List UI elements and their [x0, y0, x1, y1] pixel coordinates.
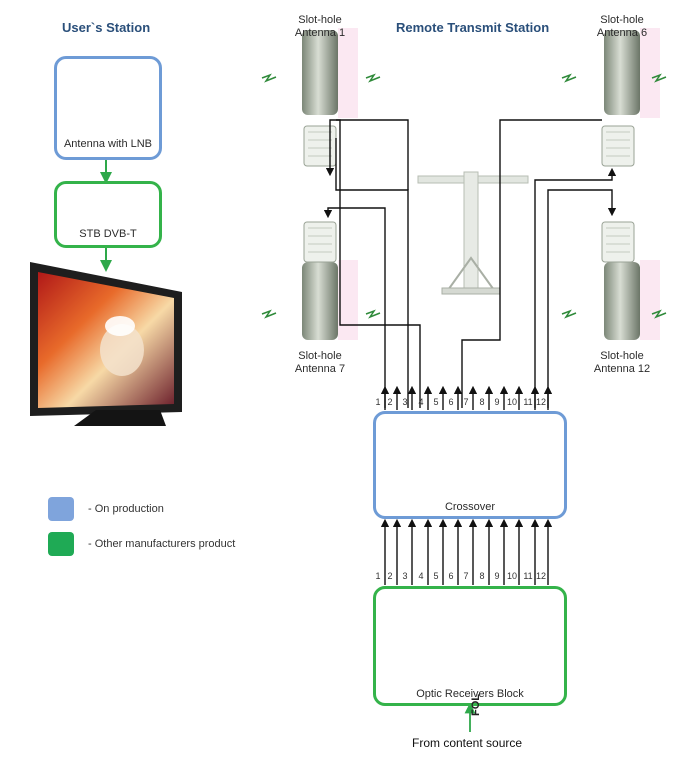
antenna-12-label: Slot-hole Antenna 12 — [587, 350, 657, 376]
antenna-backdrop — [338, 260, 358, 340]
transmitter-unit-1 — [303, 125, 337, 167]
legend-text-on-production: - On production — [88, 503, 164, 515]
antenna-backdrop — [338, 28, 358, 118]
antenna-backdrop — [640, 28, 660, 118]
optic-channel-number: 7 — [463, 571, 469, 581]
crossover-channel-number: 9 — [494, 397, 500, 407]
crossover-channel-number: 6 — [448, 397, 454, 407]
from-source-label: From content source — [412, 736, 523, 750]
antenna-lnb-box — [54, 56, 162, 160]
crossover-output-arrows — [380, 385, 553, 410]
optic-output-arrows — [380, 518, 553, 585]
crossover-channel-number: 4 — [418, 397, 424, 407]
antenna-7-label: Slot-hole Antenna 7 — [285, 350, 355, 376]
crossover-channel-number: 7 — [463, 397, 469, 407]
legend-swatch-on-production — [48, 497, 74, 521]
optic-channel-number: 12 — [535, 571, 546, 581]
optic-channel-number: 3 — [402, 571, 408, 581]
optic-channel-number: 5 — [433, 571, 439, 581]
antenna-1-type: Slot-hole — [298, 14, 342, 26]
antenna-6-name: Antenna 6 — [596, 27, 648, 39]
antenna-1-label: Slot-hole Antenna 1 — [285, 14, 355, 40]
crossover-channel-number: 12 — [535, 397, 546, 407]
crossover-channel-number: 1 — [375, 397, 381, 407]
antenna-7-type: Slot-hole — [298, 350, 342, 362]
antenna-cylinder-7 — [302, 262, 338, 340]
antenna-lnb-label: Antenna with LNB — [63, 138, 153, 150]
antenna-cylinder-12 — [604, 262, 640, 340]
radio-wave-marks — [261, 73, 667, 319]
mast — [417, 171, 529, 295]
crossover-channel-number: 11 — [523, 397, 533, 407]
optic-channel-number: 4 — [418, 571, 424, 581]
antenna-cables — [323, 119, 617, 408]
crossover-box — [373, 411, 567, 519]
antenna-1-name: Antenna 1 — [294, 27, 346, 39]
legend-text-other-manufacturers: - Other manufacturers product — [88, 538, 236, 550]
antenna-backdrop — [640, 260, 660, 340]
crossover-channel-number: 3 — [402, 397, 408, 407]
optic-channel-number: 9 — [494, 571, 500, 581]
stb-label: STB DVB-T — [79, 228, 137, 240]
antenna-6-label: Slot-hole Antenna 6 — [587, 14, 657, 40]
crossover-channel-number: 5 — [433, 397, 439, 407]
optic-channel-number: 2 — [387, 571, 393, 581]
remote-station-title: Remote Transmit Station — [396, 20, 550, 35]
legend-swatch-other-manufacturers — [48, 532, 74, 556]
stb-box — [54, 181, 162, 248]
transmitter-unit-12 — [601, 221, 635, 263]
antenna-12-type: Slot-hole — [600, 350, 644, 362]
optic-receivers-box — [373, 586, 567, 706]
optic-channel-number: 1 — [375, 571, 381, 581]
optic-receivers-label: Optic Receivers Block — [416, 688, 524, 700]
crossover-channel-number: 2 — [387, 397, 393, 407]
antenna-cylinder-1 — [302, 30, 338, 115]
crossover-label: Crossover — [444, 501, 496, 513]
users-station-title: User`s Station — [62, 20, 151, 35]
fol-label: FOL — [470, 694, 482, 716]
crossover-channel-number: 8 — [479, 397, 485, 407]
transmitter-unit-7 — [303, 221, 337, 263]
antenna-7-name: Antenna 7 — [294, 363, 346, 375]
antenna-6-type: Slot-hole — [600, 14, 644, 26]
antenna-12-name: Antenna 12 — [593, 363, 651, 375]
antenna-cylinder-6 — [604, 30, 640, 115]
optic-channel-number: 11 — [523, 571, 533, 581]
transmitter-unit-6 — [601, 125, 635, 167]
optic-channel-number: 8 — [479, 571, 485, 581]
television — [30, 262, 182, 426]
optic-channel-number: 10 — [506, 571, 517, 581]
crossover-channel-number: 10 — [506, 397, 517, 407]
optic-channel-number: 6 — [448, 571, 454, 581]
